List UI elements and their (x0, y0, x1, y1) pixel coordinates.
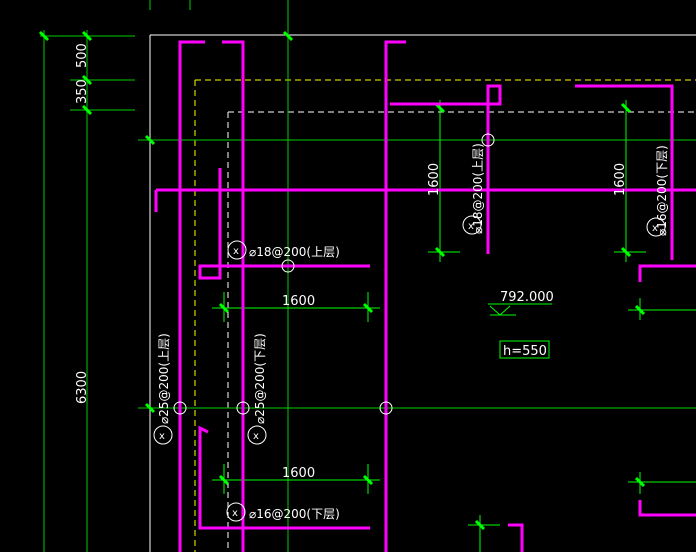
bar-marker-2: x (652, 223, 658, 234)
dim-1600-low: 1600 (282, 466, 315, 481)
bar-marker-4: x (159, 431, 165, 442)
dimension-lines (212, 100, 696, 552)
rebar-label-top-right: ⌀16@200(下层) (655, 145, 669, 236)
elevation-value: 792.000 (500, 290, 554, 305)
grid-lines (40, 0, 696, 552)
rebar-label-top-mid: ⌀18@200(上层) (471, 143, 485, 234)
dim-1600-top-b: 1600 (613, 163, 628, 196)
elevation-mark (488, 303, 552, 316)
depth-label-box (499, 340, 550, 359)
bar-markers (153, 215, 666, 522)
hidden-lines (194, 79, 696, 552)
bar-marker-labels: x x x x x x (159, 221, 658, 519)
dim-1600-mid: 1600 (282, 294, 315, 309)
dim-6300: 6300 (75, 371, 90, 404)
rebar-label-bottom: ⌀16@200(下层) (249, 507, 340, 521)
rebar-label-mid-left: ⌀18@200(上层) (249, 245, 340, 259)
slab-outline (149, 34, 696, 552)
bar-marker-6: x (232, 508, 238, 519)
inner-outline (227, 111, 696, 552)
bar-marker-5: x (253, 431, 259, 442)
rebar-label-left-vertical-b: ⌀25@200(下层) (253, 333, 267, 424)
intersection-circles (173, 133, 495, 415)
rebar-label-left-vertical-a: ⌀25@200(上层) (157, 333, 171, 424)
dim-350: 350 (75, 79, 90, 104)
dim-500: 500 (75, 43, 90, 68)
bar-marker-1: x (468, 221, 474, 232)
rebar-lines (154, 40, 696, 552)
depth-label: h=550 (503, 344, 547, 359)
bar-marker-3: x (233, 246, 239, 257)
dim-1600-top-a: 1600 (427, 163, 442, 196)
dimension-ticks (38, 30, 646, 531)
